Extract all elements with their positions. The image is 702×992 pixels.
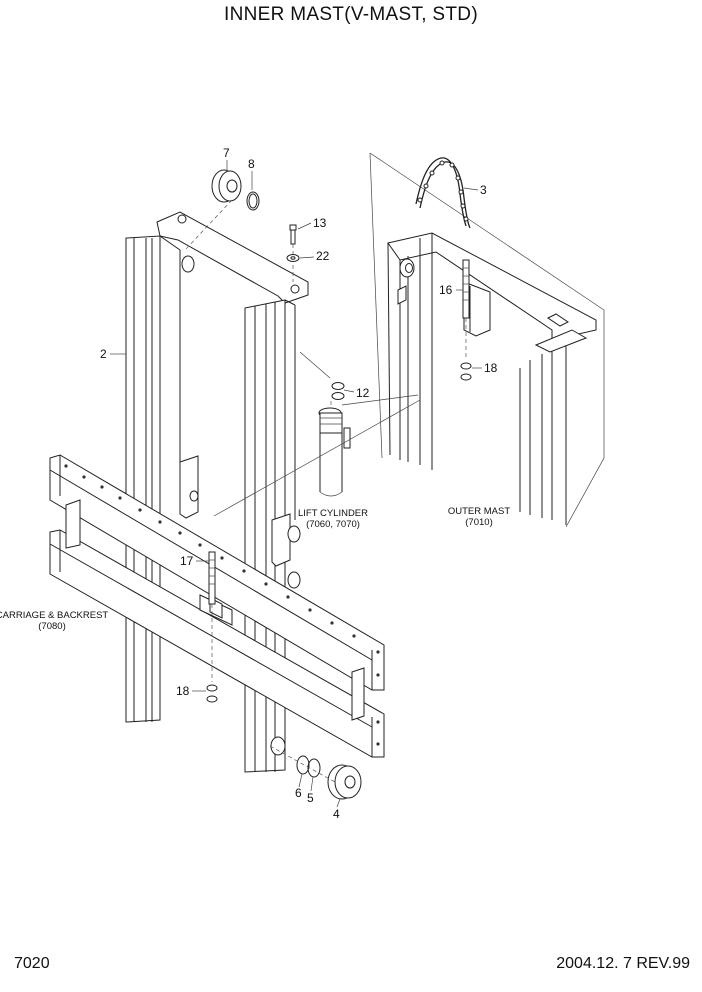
assembly-line	[213, 399, 421, 517]
label-outer-mast-ref: (7010)	[465, 517, 492, 528]
assembly-line	[299, 351, 331, 379]
anchor-bolt-17	[206, 551, 218, 703]
callout-22: 22	[316, 249, 330, 263]
revision-date: 2004.12. 7 REV.99	[556, 955, 690, 972]
lift-cylinder	[318, 398, 351, 497]
callout-5: 5	[307, 791, 314, 805]
callout-16: 16	[439, 283, 453, 297]
label-carriage-ref: (7080)	[38, 621, 65, 632]
callouts: 7 8 3 13 22 16 2 18 12 17 18 6 5 4	[100, 146, 498, 821]
callout-13: 13	[313, 216, 327, 230]
assembly-line	[269, 745, 336, 783]
page-number: 7020	[14, 955, 50, 972]
bolt-13	[289, 224, 297, 282]
callout-8: 8	[248, 157, 255, 171]
callout-2: 2	[100, 347, 107, 361]
callout-12: 12	[356, 386, 370, 400]
callout-18-lower: 18	[176, 684, 190, 698]
washer-22	[286, 254, 300, 262]
callout-17: 17	[180, 554, 194, 568]
shim-5	[307, 758, 321, 778]
callout-18-upper: 18	[484, 361, 498, 375]
outer-mast-panel	[369, 152, 605, 528]
outer-mast	[387, 232, 597, 525]
washers-12	[331, 382, 345, 400]
shim-6	[296, 755, 310, 775]
roller-4	[327, 764, 362, 800]
callout-4: 4	[333, 807, 340, 821]
snap-ring-8	[246, 191, 260, 211]
label-lift-cylinder-ref: (7060, 7070)	[306, 519, 360, 530]
callout-3: 3	[480, 183, 487, 197]
lift-chain	[415, 157, 471, 229]
label-lift-cylinder: LIFT CYLINDER	[298, 508, 368, 519]
page-title: INNER MAST(V-MAST, STD)	[224, 4, 478, 25]
assembly-line	[341, 394, 419, 406]
roller-7	[184, 169, 242, 251]
callout-7: 7	[223, 146, 230, 160]
part-labels: LIFT CYLINDER (7060, 7070) OUTER MAST (7…	[0, 506, 510, 632]
label-carriage: CARRIAGE & BACKREST	[0, 610, 108, 621]
label-outer-mast: OUTER MAST	[448, 506, 510, 517]
anchor-bolt-16	[460, 259, 472, 381]
carriage-backrest	[49, 454, 385, 758]
callout-6: 6	[295, 786, 302, 800]
